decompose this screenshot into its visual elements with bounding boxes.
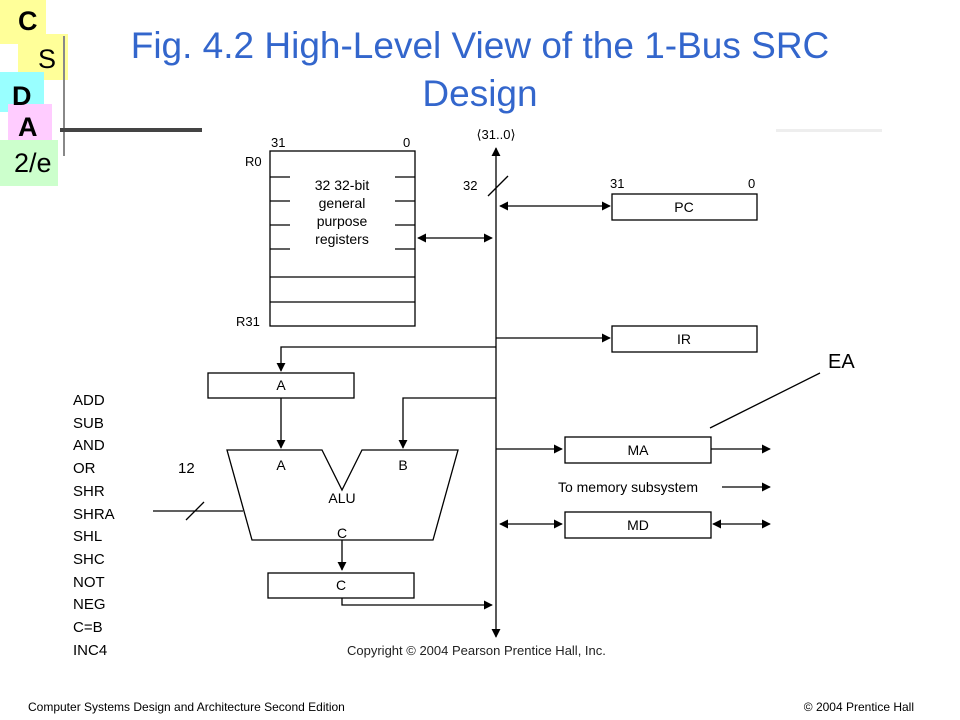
alu-op: SHR <box>73 482 105 500</box>
md-register <box>564 511 712 539</box>
ir-register <box>611 325 758 353</box>
register-file <box>269 150 416 327</box>
logo-letter-d: D <box>12 81 32 111</box>
alu-ops-list: ADD SUB AND OR SHR SHRA SHL SHC NOT NEG … <box>73 390 115 662</box>
alu-op: INC4 <box>73 641 108 659</box>
pc-label: PC <box>674 199 693 215</box>
regfile-desc-2: general <box>319 195 366 211</box>
bus-to-b-path <box>398 397 496 449</box>
footer-right: © 2004 Prentice Hall <box>803 700 914 714</box>
control-width-label: 12 <box>178 460 195 477</box>
alu-op: ADD <box>73 392 105 409</box>
regfile-desc-4: registers <box>315 231 369 247</box>
logo-square-2e <box>0 140 58 186</box>
pc-bit-high: 31 <box>610 176 624 191</box>
logo-horizontal-rule <box>60 128 202 132</box>
ma-register <box>564 436 712 464</box>
alu-op: C=B <box>73 619 103 637</box>
alu-op: AND <box>73 437 105 455</box>
a-register-label: A <box>276 377 286 393</box>
pc-bit-low: 0 <box>748 176 755 191</box>
regfile-desc-3: purpose <box>317 213 368 229</box>
regfile-bit-low: 0 <box>403 135 410 150</box>
alu-op: SUB <box>73 414 104 432</box>
pc-register <box>611 193 758 221</box>
ma-label: MA <box>628 442 650 458</box>
alu <box>226 449 459 541</box>
alu-op: SHL <box>73 528 103 546</box>
alu-op: SHRA <box>73 505 115 523</box>
alu-op: OR <box>73 460 96 478</box>
ir-label: IR <box>677 331 691 347</box>
logo-horizontal-rule-fade <box>776 129 882 132</box>
alu-output-c-label: C <box>337 525 347 541</box>
alu-input-b-label: B <box>398 457 407 473</box>
ea-label: EA <box>828 351 855 373</box>
footer-left: Computer Systems Design and Architecture… <box>28 700 345 714</box>
alu-control-slash <box>185 501 205 521</box>
logo-vertical-rule <box>63 36 65 156</box>
alu-label: ALU <box>328 490 355 506</box>
logo-letter-c: C <box>18 6 38 36</box>
alu-op: NEG <box>73 596 106 614</box>
logo-letter-2e: 2/e <box>14 148 52 178</box>
bus-width-slash <box>487 175 509 197</box>
copyright-notice: Copyright © 2004 Pearson Prentice Hall, … <box>347 643 606 658</box>
bus-label: ⟨31..0⟩ <box>476 127 515 142</box>
c-to-bus-path <box>341 598 493 610</box>
register-file-dividers <box>270 176 415 303</box>
c-register-label: C <box>336 577 346 593</box>
page-title: Fig. 4.2 High-Level View of the 1-Bus SR… <box>130 25 830 114</box>
ea-pointer-line <box>709 372 821 429</box>
c-register <box>267 572 415 599</box>
bus-width-label: 32 <box>463 178 477 193</box>
md-label: MD <box>627 517 649 533</box>
alu-input-a-label: A <box>276 457 286 473</box>
bus-to-a-path <box>276 346 496 372</box>
regfile-bit-high: 31 <box>271 135 285 150</box>
regfile-r0-label: R0 <box>245 154 262 169</box>
alu-op: NOT <box>73 573 105 591</box>
regfile-r31-label: R31 <box>236 314 260 329</box>
alu-op: SHC <box>73 550 105 568</box>
memory-subsystem-label: To memory subsystem <box>558 479 698 495</box>
logo-letter-a: A <box>18 112 38 142</box>
regfile-desc-1: 32 32-bit <box>315 177 370 193</box>
logo-letter-s: S <box>38 44 57 74</box>
